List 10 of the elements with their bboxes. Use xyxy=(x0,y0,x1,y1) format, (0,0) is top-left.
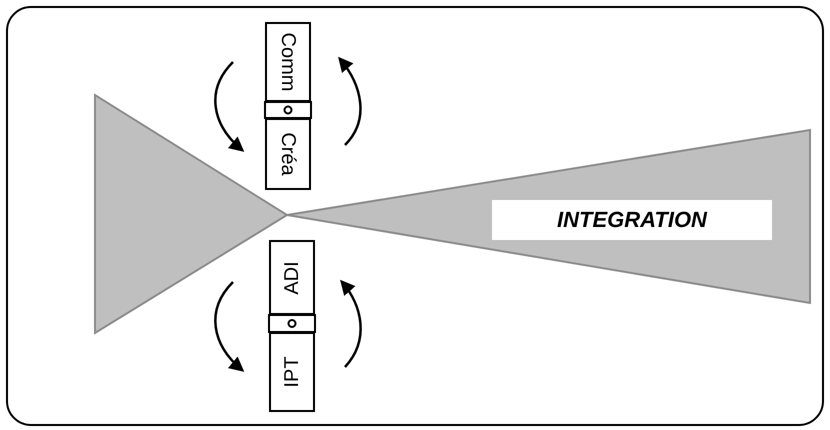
label-cell xyxy=(265,22,311,102)
cell-label: Créa xyxy=(278,132,298,176)
label-cell xyxy=(265,118,311,190)
cell-label: IPT xyxy=(282,356,302,388)
cell-label: Comm xyxy=(278,32,298,92)
cell-label: ADI xyxy=(282,260,302,294)
label-cell xyxy=(269,332,315,412)
title-box xyxy=(492,200,772,240)
heading-text: INTEGRATION xyxy=(557,207,707,233)
label-cell xyxy=(269,240,315,315)
